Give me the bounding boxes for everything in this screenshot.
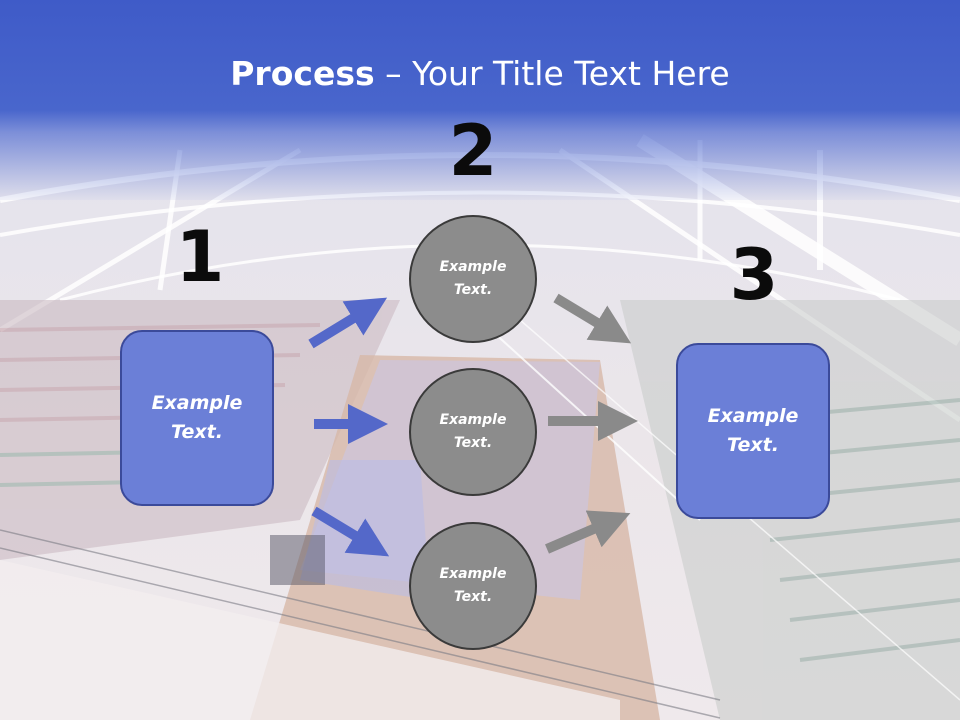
circle-top-line1: Example (439, 259, 507, 275)
circle-middle-line1: Example (439, 412, 507, 428)
arrow-right-down-gray-icon (553, 293, 632, 344)
step-1-text-line1: Example (151, 392, 243, 414)
arrow-right-down-icon (311, 506, 390, 557)
circle-top: Example Text. (409, 215, 537, 343)
arrow-right-up-icon (308, 297, 388, 349)
title-rest: – Your Title Text Here (374, 54, 730, 93)
step-1-box: Example Text. (120, 330, 274, 506)
circle-bottom: Example Text. (409, 522, 537, 650)
circle-bottom-line2: Text. (453, 589, 493, 605)
circle-bottom-line1: Example (439, 566, 507, 582)
step-3-text-line1: Example (707, 405, 799, 427)
step-3-box: Example Text. (676, 343, 830, 519)
slide-title: Process – Your Title Text Here (0, 52, 960, 96)
step-3-text-line2: Text. (727, 434, 779, 456)
step-1-text-line2: Text. (171, 421, 223, 443)
step-number-1: 1 (175, 216, 225, 298)
circle-top-line2: Text. (453, 282, 493, 298)
arrow-right-up-gray-icon (545, 510, 631, 554)
title-bold: Process (230, 54, 375, 93)
step-number-2: 2 (448, 110, 498, 192)
circle-middle-line2: Text. (453, 435, 493, 451)
title-banner (0, 0, 960, 200)
circle-middle: Example Text. (409, 368, 537, 496)
step-number-3: 3 (729, 234, 779, 316)
